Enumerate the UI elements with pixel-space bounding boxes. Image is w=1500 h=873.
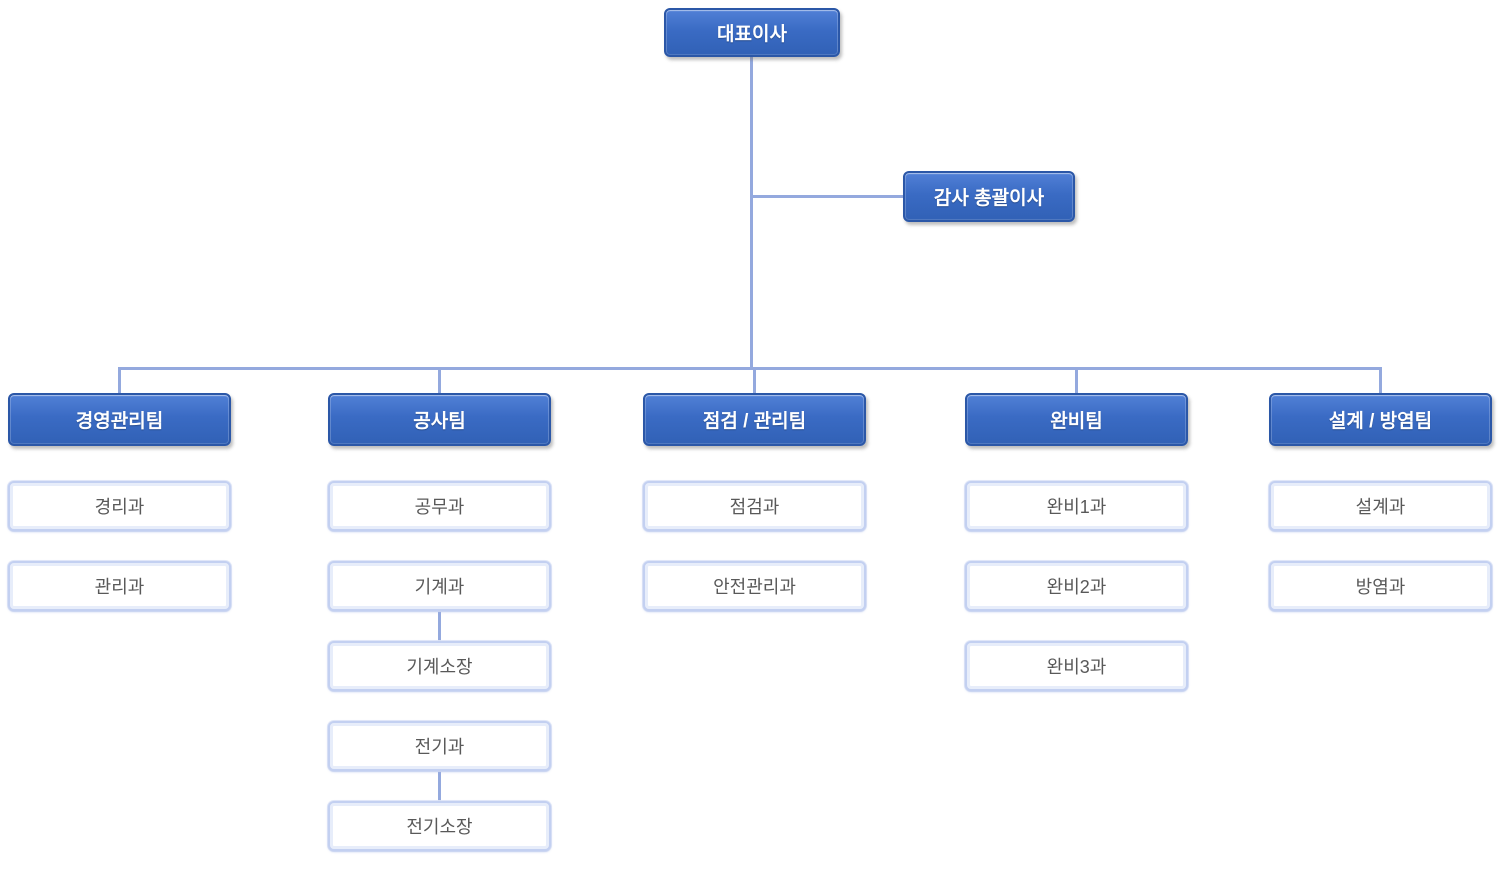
org-node-team-management: 경영관리팀 bbox=[8, 393, 231, 446]
org-node-dept-electric-foreman: 전기소장 bbox=[328, 801, 551, 851]
org-node-dept-public-works: 공무과 bbox=[328, 481, 551, 531]
org-node-dept-electric: 전기과 bbox=[328, 721, 551, 771]
connector-drop-team-1 bbox=[118, 368, 121, 393]
connector-drop-team-2 bbox=[438, 368, 441, 393]
org-node-team-construction: 공사팀 bbox=[328, 393, 551, 446]
org-node-dept-admin: 관리과 bbox=[8, 561, 231, 611]
org-node-audit-director: 감사 총괄이사 bbox=[903, 171, 1075, 222]
org-node-dept-wanbi-3: 완비3과 bbox=[965, 641, 1188, 691]
org-node-dept-design: 설계과 bbox=[1269, 481, 1492, 531]
org-node-dept-inspection: 점검과 bbox=[643, 481, 866, 531]
connector-staff-branch bbox=[752, 195, 903, 198]
org-node-team-inspection: 점검 / 관리팀 bbox=[643, 393, 866, 446]
org-node-dept-machine: 기계과 bbox=[328, 561, 551, 611]
connector-drop-team-5 bbox=[1379, 368, 1382, 393]
org-node-dept-safety: 안전관리과 bbox=[643, 561, 866, 611]
org-node-dept-fireproofing: 방염과 bbox=[1269, 561, 1492, 611]
connector-electric-to-foreman bbox=[438, 770, 441, 802]
org-node-ceo: 대표이사 bbox=[664, 8, 840, 57]
connector-drop-team-4 bbox=[1075, 368, 1078, 393]
org-node-dept-accounting: 경리과 bbox=[8, 481, 231, 531]
org-node-team-wanbi: 완비팀 bbox=[965, 393, 1188, 446]
connector-root-trunk bbox=[750, 56, 753, 369]
org-node-team-design: 설계 / 방염팀 bbox=[1269, 393, 1492, 446]
org-node-dept-wanbi-2: 완비2과 bbox=[965, 561, 1188, 611]
org-node-dept-wanbi-1: 완비1과 bbox=[965, 481, 1188, 531]
connector-drop-team-3 bbox=[753, 368, 756, 393]
org-node-dept-machine-foreman: 기계소장 bbox=[328, 641, 551, 691]
connector-main-rail bbox=[118, 367, 1382, 370]
connector-machine-to-foreman bbox=[438, 610, 441, 642]
